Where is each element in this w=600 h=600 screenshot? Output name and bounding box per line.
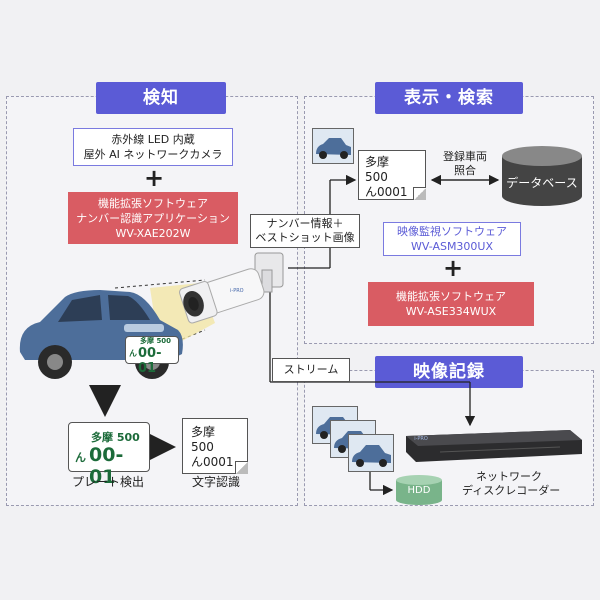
hdd-label: HDD	[407, 485, 431, 496]
plate-software-model: WV-XAE202W	[115, 226, 191, 240]
ext-software-model: WV-ASE334WUX	[405, 305, 497, 318]
plate-detect-kana: ん	[75, 451, 86, 464]
result-doc: 多摩 500 ん0001	[358, 150, 426, 200]
camera-brand: i-PRO	[230, 288, 244, 294]
plate-software-box: 機能拡張ソフトウェア ナンバー認識アプリケーション WV-XAE202W	[68, 192, 238, 244]
plate-detect-image: 多摩 500 ん 00-01	[68, 422, 150, 488]
number-info-line-2: ベストショット画像	[255, 231, 355, 244]
car-plate-class: 500	[156, 337, 172, 345]
monitor-software-line-1: 映像監視ソフトウェア	[397, 225, 507, 238]
recorder-label: ネットワーク ディスクレコーダー	[462, 470, 582, 498]
car-thumbnail	[312, 128, 354, 164]
match-label: 登録車両 照合	[432, 150, 498, 178]
stream-box: ストリーム	[272, 358, 350, 382]
number-info-box: ナンバー情報＋ ベストショット画像	[250, 214, 360, 248]
char-recog-line-2: 500	[191, 440, 214, 454]
result-doc-line-1: 多摩	[365, 155, 390, 169]
car-plate: 多摩 500 ん 00-01	[125, 336, 179, 376]
recorder-label-line-1: ネットワーク	[476, 470, 542, 483]
monitor-software-model: WV-ASM300UX	[410, 240, 494, 253]
ext-software-line-1: 機能拡張ソフトウェア	[396, 290, 506, 303]
match-label-line-1: 登録車両	[443, 150, 487, 163]
plate-software-line-1: 機能拡張ソフトウェア	[98, 196, 208, 210]
record-thumbnail-3	[348, 434, 394, 472]
char-recog-line-1: 多摩	[191, 425, 216, 439]
char-recog-line-3: ん0001	[191, 455, 234, 469]
char-recog-doc: 多摩 500 ん0001	[182, 418, 248, 474]
car-plate-number: 00-01	[138, 346, 162, 376]
ext-software-box: 機能拡張ソフトウェア WV-ASE334WUX	[368, 282, 534, 326]
plus-icon-2: +	[443, 254, 464, 282]
plate-detect-region: 多摩 500	[91, 431, 140, 444]
char-recog-label: 文字認識	[191, 475, 240, 489]
hdd-icon	[396, 475, 442, 505]
recorder-label-line-2: ディスクレコーダー	[462, 484, 561, 497]
record-thumbnail-3-icon	[349, 435, 393, 471]
camera-box-line-1: 赤外線 LED 内蔵	[111, 133, 195, 146]
plus-icon: +	[144, 164, 165, 192]
detect-header: 検知	[96, 82, 226, 114]
result-doc-line-2: 500	[365, 170, 388, 184]
video-record-header: 映像記録	[375, 356, 523, 388]
car-plate-region: 多摩	[140, 337, 154, 345]
plate-detect-label: プレート検出	[71, 475, 144, 489]
car-thumbnail-icon	[313, 129, 353, 163]
recorder-brand: i-PRO	[414, 436, 428, 442]
result-doc-line-3: ん0001	[365, 185, 408, 199]
monitor-software-box: 映像監視ソフトウェア WV-ASM300UX	[383, 222, 521, 256]
database-label: データベース	[506, 176, 578, 190]
recorder-icon	[406, 430, 582, 462]
match-label-line-2: 照合	[454, 164, 476, 177]
car-plate-kana: ん	[129, 349, 137, 358]
camera-box: 赤外線 LED 内蔵 屋外 AI ネットワークカメラ	[73, 128, 233, 166]
plate-detect-number: 00-01	[89, 444, 124, 488]
number-info-line-1: ナンバー情報＋	[266, 217, 344, 230]
database-icon	[502, 146, 582, 206]
plate-software-line-2: ナンバー認識アプリケーション	[76, 211, 230, 225]
display-search-header: 表示・検索	[375, 82, 523, 114]
camera-box-line-2: 屋外 AI ネットワークカメラ	[83, 148, 223, 161]
